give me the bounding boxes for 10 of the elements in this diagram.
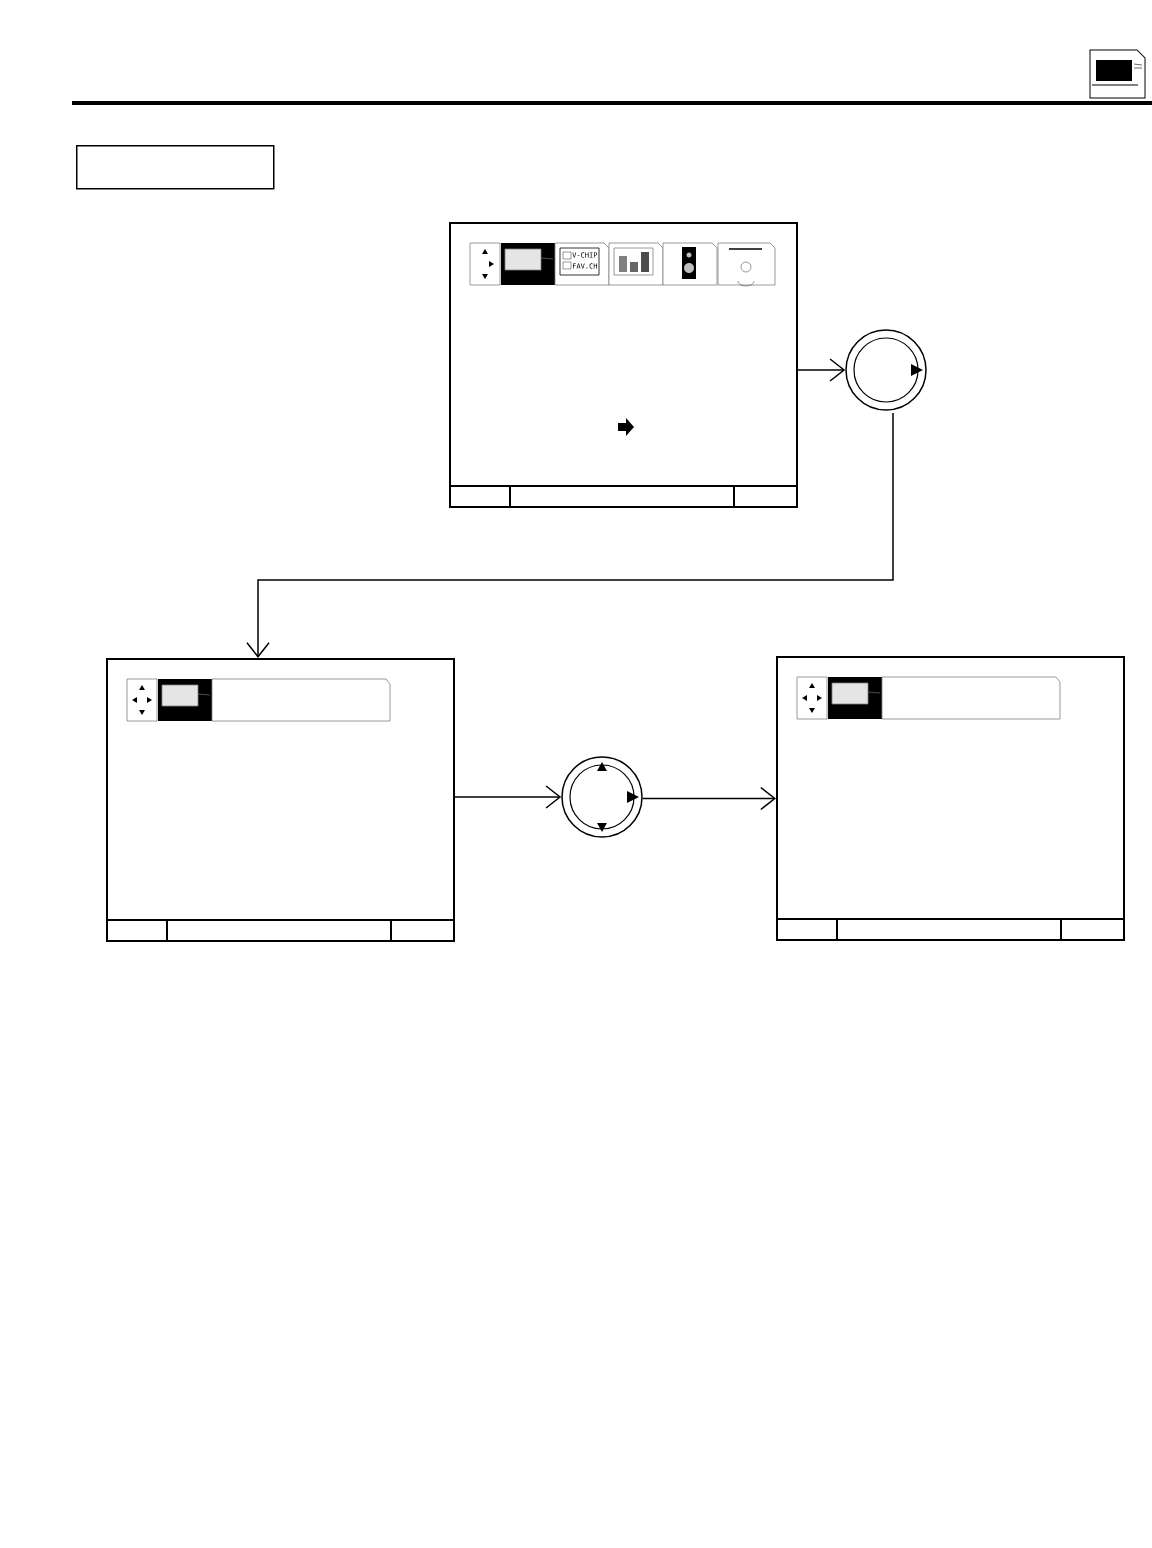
heading-box xyxy=(76,145,275,190)
menu-screen xyxy=(105,658,455,942)
menu-screen xyxy=(448,222,798,508)
arrow xyxy=(642,786,776,811)
arrow xyxy=(246,412,894,658)
arrow xyxy=(454,785,562,809)
arrow xyxy=(797,358,846,382)
menu-screen xyxy=(775,656,1125,941)
remote-button xyxy=(561,756,643,838)
remote-button xyxy=(845,329,927,411)
